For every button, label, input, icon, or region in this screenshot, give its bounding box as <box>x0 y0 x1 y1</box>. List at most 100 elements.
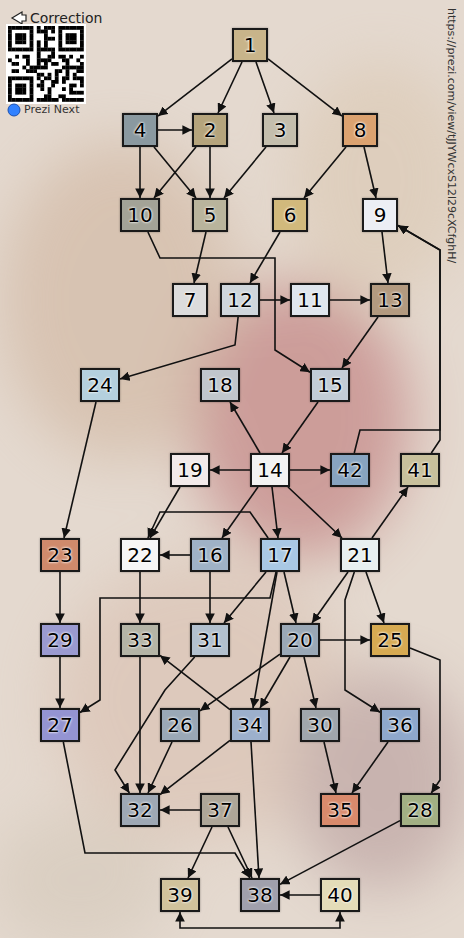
qr-module <box>8 76 12 80</box>
qr-module <box>37 55 41 59</box>
qr-module <box>37 26 41 30</box>
process-box: 19 <box>170 453 210 487</box>
qr-module <box>8 80 12 84</box>
qr-module <box>58 94 62 98</box>
qr-module <box>58 26 62 30</box>
process-box: 10 <box>120 198 160 232</box>
arrow-connector <box>280 894 320 896</box>
arrow-connector <box>312 572 348 623</box>
node-number: 42 <box>337 460 362 480</box>
process-box: 20 <box>280 623 320 657</box>
qr-module <box>48 76 52 80</box>
qr-module <box>8 98 12 102</box>
qr-module <box>44 76 48 80</box>
qr-module <box>69 91 73 95</box>
qr-module <box>22 84 26 88</box>
qr-module <box>8 91 12 95</box>
qr-module <box>62 76 66 80</box>
qr-module <box>30 76 34 80</box>
qr-module <box>30 84 34 88</box>
node-number: 30 <box>307 715 332 735</box>
qr-module <box>30 33 34 37</box>
qr-module <box>37 98 41 102</box>
node-number: 20 <box>287 630 312 650</box>
process-box: 42 <box>330 453 370 487</box>
node-number: 35 <box>327 800 352 820</box>
qr-module <box>76 58 80 62</box>
arrow-connector <box>304 147 346 198</box>
arrow-connector <box>260 657 290 708</box>
arrow-connector <box>59 657 61 708</box>
arrow-connector <box>148 742 172 793</box>
qr-code <box>8 26 84 102</box>
process-box: 28 <box>400 793 440 827</box>
qr-module <box>22 55 26 59</box>
qr-module <box>19 33 23 37</box>
qr-module <box>19 98 23 102</box>
arrow-connector <box>63 742 250 878</box>
qr-module <box>19 48 23 52</box>
qr-module <box>76 76 80 80</box>
qr-module <box>19 37 23 41</box>
arrow-connector <box>256 62 274 113</box>
node-number: 9 <box>374 205 387 225</box>
qr-module <box>22 76 26 80</box>
arrow-connector <box>284 572 296 623</box>
qr-module <box>73 37 77 41</box>
arrow-connector <box>224 147 266 198</box>
qr-module <box>26 26 30 30</box>
node-number: 16 <box>197 545 222 565</box>
qr-module <box>76 26 80 30</box>
qr-module <box>69 48 73 52</box>
qr-module <box>37 84 41 88</box>
qr-module <box>37 48 41 52</box>
qr-module <box>44 66 48 70</box>
process-box: 25 <box>370 623 410 657</box>
arrow-connector <box>154 147 196 198</box>
qr-module <box>40 48 44 52</box>
process-box: 6 <box>272 198 308 232</box>
node-number: 3 <box>274 120 287 140</box>
qr-module <box>15 62 19 66</box>
arrow-connector <box>366 572 384 623</box>
node-number: 17 <box>267 545 292 565</box>
arrow-connector <box>253 572 277 708</box>
qr-module <box>26 62 30 66</box>
qr-module <box>40 80 44 84</box>
arrow-connector <box>251 742 259 878</box>
qr-module <box>12 48 16 52</box>
qr-module <box>40 84 44 88</box>
qr-module <box>40 66 44 70</box>
process-box: 2 <box>192 113 228 147</box>
qr-module <box>19 91 23 95</box>
process-box: 8 <box>342 113 378 147</box>
qr-module <box>80 48 84 52</box>
qr-module <box>30 26 34 30</box>
qr-module <box>40 98 44 102</box>
arrow-connector <box>158 129 192 131</box>
arrow-connector <box>282 402 318 453</box>
qr-module <box>58 55 62 59</box>
qr-module <box>51 30 55 34</box>
qr-module <box>51 48 55 52</box>
qr-ground <box>6 24 86 104</box>
arrow-connector <box>59 572 61 623</box>
qr-module <box>66 26 70 30</box>
qr-module <box>55 62 59 66</box>
qr-module <box>80 84 84 88</box>
qr-module <box>58 69 62 73</box>
qr-module <box>44 94 48 98</box>
qr-module <box>69 26 73 30</box>
qr-module <box>62 80 66 84</box>
process-box: 27 <box>40 708 80 742</box>
qr-module <box>19 84 23 88</box>
qr-module <box>48 37 52 41</box>
arrow-connector <box>382 232 388 283</box>
node-number: 31 <box>197 630 222 650</box>
qr-module <box>66 69 70 73</box>
node-number: 19 <box>177 460 202 480</box>
node-number: 18 <box>207 375 232 395</box>
process-box: 21 <box>340 538 380 572</box>
process-box: 14 <box>250 453 290 487</box>
qr-module <box>66 76 70 80</box>
